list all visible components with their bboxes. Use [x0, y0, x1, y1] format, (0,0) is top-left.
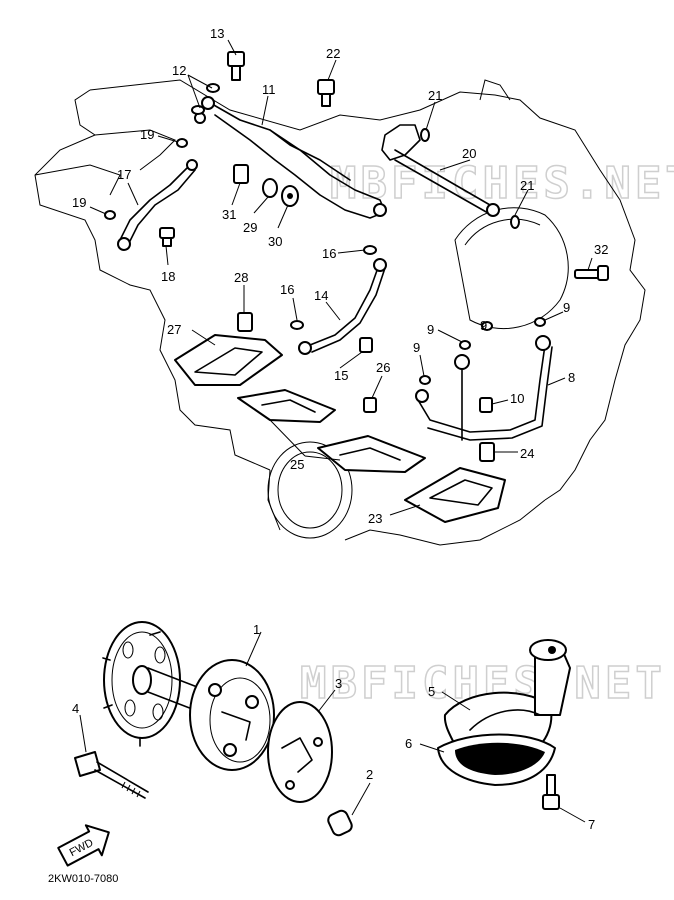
bolt-13	[227, 51, 245, 81]
watermark-top: MBFICHES.NET	[330, 158, 674, 209]
callout-9a: 9	[427, 322, 434, 337]
callout-24: 24	[520, 446, 534, 461]
bolt-4	[74, 751, 149, 799]
callout-18: 18	[161, 269, 175, 284]
oil-strainer-5	[443, 639, 571, 746]
callout-28: 28	[234, 270, 248, 285]
bolt-15	[359, 337, 373, 353]
callout-9d: 9	[480, 318, 487, 333]
callout-30: 30	[268, 234, 282, 249]
callout-9c: 9	[563, 300, 570, 315]
callout-2: 2	[366, 767, 373, 782]
oil-pipe-8	[415, 335, 553, 441]
callout-12: 12	[172, 63, 186, 78]
callout-26: 26	[376, 360, 390, 375]
callout-23: 23	[368, 511, 382, 526]
bolt-10	[479, 397, 493, 413]
oil-pump-body-1	[189, 659, 275, 771]
oil-pipe-17	[117, 159, 198, 251]
callout-5: 5	[428, 684, 435, 699]
pump-cover-3	[267, 701, 333, 803]
callout-29: 29	[243, 220, 257, 235]
o-ring-16	[290, 245, 377, 330]
oil-pipe-20	[381, 124, 500, 217]
baffle-plate-25a	[237, 389, 336, 423]
bolt-7	[542, 774, 560, 810]
engine-case-outline	[34, 79, 646, 546]
gasket-6	[437, 733, 556, 786]
callout-8: 8	[568, 370, 575, 385]
bolt-22	[317, 79, 335, 107]
callout-3: 3	[335, 676, 342, 691]
callout-4: 4	[72, 701, 79, 716]
o-ring-9	[419, 317, 546, 385]
oil-pump-gear	[102, 621, 181, 747]
callout-19a: 19	[140, 127, 154, 142]
callout-labels: 1 2 3 4 5 6 7 8 9 9 9 9 10 11 12 13 14 1…	[72, 26, 608, 832]
callout-19b: 19	[72, 195, 86, 210]
bolt-18	[159, 227, 175, 247]
callout-22: 22	[326, 46, 340, 61]
o-ring-19	[104, 138, 188, 220]
oil-delivery-pipe-11	[194, 96, 387, 219]
oil-pipe-14	[298, 258, 387, 355]
bolt-31-washers-29-30	[233, 164, 299, 207]
baffle-plate-25b	[317, 397, 426, 473]
dowel-pin-2	[327, 809, 353, 837]
callout-16a: 16	[322, 246, 336, 261]
callout-13: 13	[210, 26, 224, 41]
callout-14: 14	[314, 288, 328, 303]
callout-15: 15	[334, 368, 348, 383]
o-ring-21	[420, 128, 520, 229]
baffle-plate-23	[404, 442, 506, 523]
callout-10: 10	[510, 391, 524, 406]
callout-16b: 16	[280, 282, 294, 297]
callout-20: 20	[462, 146, 476, 161]
washer-12	[191, 83, 220, 115]
bolt-32	[574, 265, 609, 281]
diagram-code: 2KW010-7080	[48, 873, 118, 885]
callout-6: 6	[405, 736, 412, 751]
callout-31: 31	[222, 207, 236, 222]
callout-32: 32	[594, 242, 608, 257]
callout-11: 11	[262, 82, 276, 97]
callout-17: 17	[117, 167, 131, 182]
fwd-arrow-icon: FWD	[57, 824, 110, 867]
callout-27: 27	[167, 322, 181, 337]
baffle-plate-27	[174, 312, 283, 386]
leader-lines	[79, 39, 593, 823]
callout-1: 1	[253, 622, 260, 637]
callout-25: 25	[290, 457, 304, 472]
callout-7: 7	[588, 817, 595, 832]
callout-21b: 21	[520, 178, 534, 193]
callout-21a: 21	[428, 88, 442, 103]
callout-9b: 9	[413, 340, 420, 355]
